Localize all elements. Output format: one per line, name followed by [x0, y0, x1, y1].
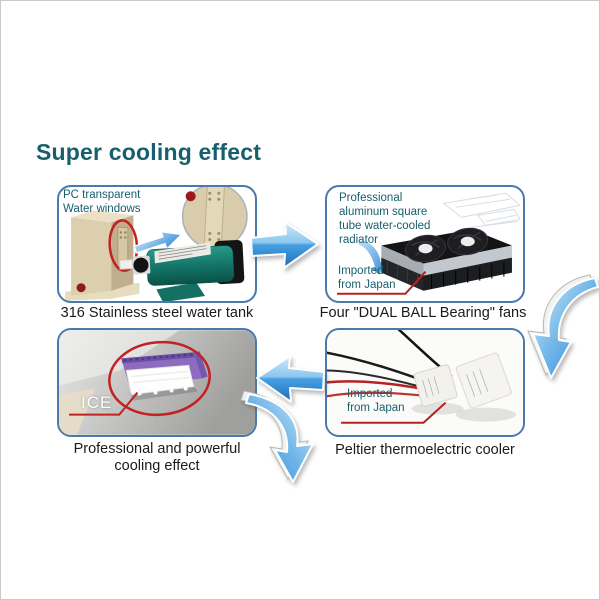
ice-photo: [59, 330, 255, 435]
peltier-module-large: [455, 352, 512, 409]
dual-fan-radiator-graphic: [381, 227, 512, 291]
caption-peltier: Peltier thermoelectric cooler: [335, 442, 515, 458]
imported-pointer-line: [341, 401, 447, 424]
page-title: Super cooling effect: [36, 139, 262, 165]
peltier-photo: [327, 330, 523, 435]
arrow-swoosh-down-mid-icon: [240, 390, 314, 483]
caption-fans: Four "DUAL BALL Bearing" fans: [319, 305, 527, 321]
arrow-swoosh-down-right-icon: [527, 274, 599, 379]
panel-radiator: Professional aluminum square tube water-…: [325, 185, 525, 303]
ice-highlight-ellipse: [108, 340, 211, 417]
ice-pointer-line: [69, 391, 139, 416]
radiator-note: Professional aluminum square tube water-…: [339, 192, 431, 246]
panel-water-tank: PC transparent Water windows: [57, 185, 257, 303]
water-windows-note: PC transparent Water windows: [63, 189, 141, 215]
small-curved-arrow-icon: [356, 238, 389, 277]
caption-water-tank: 316 Stainless steel water tank: [60, 305, 254, 321]
imported-pointer-line: [337, 270, 427, 295]
stainless-tank-graphic: [65, 210, 140, 301]
peltier-imported-note: Imported from Japan: [347, 388, 405, 414]
magnetic-pump-graphic: [119, 239, 245, 301]
radiator-photo: [337, 192, 522, 295]
arrow-right-3d-icon: [250, 221, 319, 269]
water-tank-photo: [65, 187, 248, 301]
panel-cooling-effect: ICE: [57, 328, 257, 437]
caption-cooling-effect: Professional and powerful cooling effect: [73, 441, 241, 474]
peltier-module-small: [413, 364, 458, 407]
ice-block-graphic: [125, 364, 195, 396]
radiator-sketch-graphic: [442, 192, 522, 228]
ice-label: ICE: [81, 393, 113, 412]
arrow-left-3d-icon: [256, 355, 325, 403]
window-highlight-ellipse: [108, 219, 139, 272]
magnified-window-inset-icon: [181, 187, 248, 251]
small-blue-arrow-icon: [133, 230, 183, 254]
radiator-imported-note: Imported from Japan: [338, 265, 396, 291]
panel-peltier: Imported from Japan: [325, 328, 525, 437]
